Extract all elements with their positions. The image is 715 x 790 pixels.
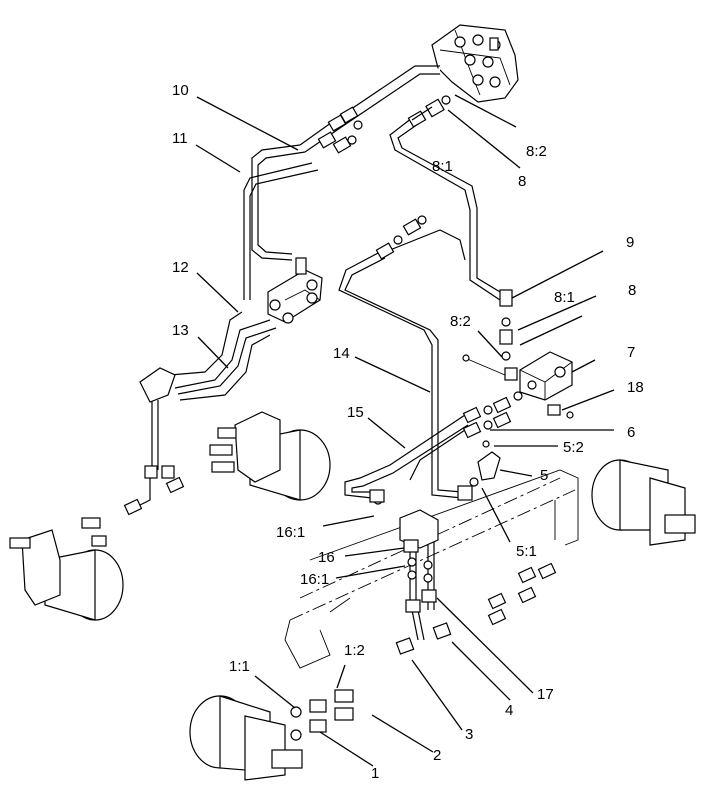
callout-5-2: 5:2 <box>563 439 584 456</box>
hose-14 <box>338 229 466 499</box>
callout-8-2-mid: 8:2 <box>450 313 471 330</box>
valve-block-12 <box>267 257 323 324</box>
callout-8-1-mid: 8:1 <box>554 289 575 306</box>
motor-center <box>209 411 331 501</box>
callout-2: 2 <box>433 747 441 764</box>
hose-15 <box>344 414 469 499</box>
callout-12: 12 <box>172 259 189 276</box>
motor-bottom <box>189 695 303 781</box>
callout-13: 13 <box>172 322 189 339</box>
motor-right <box>591 459 696 546</box>
leader-lines <box>195 94 615 767</box>
callout-7: 7 <box>627 344 635 361</box>
callout-1-2: 1:2 <box>344 642 365 659</box>
callout-5-1: 5:1 <box>516 543 537 560</box>
callout-14: 14 <box>333 345 350 362</box>
callout-6: 6 <box>627 424 635 441</box>
motor-left <box>9 517 124 621</box>
callout-16-1-bottom: 16:1 <box>300 571 329 588</box>
callout-1-1: 1:1 <box>229 658 250 675</box>
callout-11: 11 <box>172 130 188 147</box>
callout-4: 4 <box>505 702 513 719</box>
callout-16-1-top: 16:1 <box>276 524 305 541</box>
callout-5: 5 <box>540 467 548 484</box>
callout-18: 18 <box>627 379 644 396</box>
callout-10: 10 <box>172 82 189 99</box>
control-valve-top <box>431 24 519 103</box>
callout-9: 9 <box>626 234 634 251</box>
callout-16: 16 <box>318 549 335 566</box>
callout-15: 15 <box>347 404 364 421</box>
fittings <box>123 95 574 741</box>
frame-rail <box>284 469 579 669</box>
valve-block-7 <box>519 351 573 401</box>
callout-3: 3 <box>465 726 473 743</box>
hose-8-line <box>389 117 506 301</box>
callout-8-1-top: 8:1 <box>432 158 453 175</box>
callout-8-top: 8 <box>518 173 526 190</box>
callout-17: 17 <box>537 686 554 703</box>
hose-13 <box>169 311 277 401</box>
callout-8-mid: 8 <box>628 282 636 299</box>
hose-11 <box>243 162 319 300</box>
hose-drop-left <box>139 400 159 506</box>
callout-8-2-top: 8:2 <box>526 143 547 160</box>
hose-10 <box>248 65 440 300</box>
callout-labels: 10 11 12 13 14 15 8:1 8:2 8 9 8:1 8 8:2 … <box>172 82 644 782</box>
callout-1: 1 <box>371 765 379 782</box>
